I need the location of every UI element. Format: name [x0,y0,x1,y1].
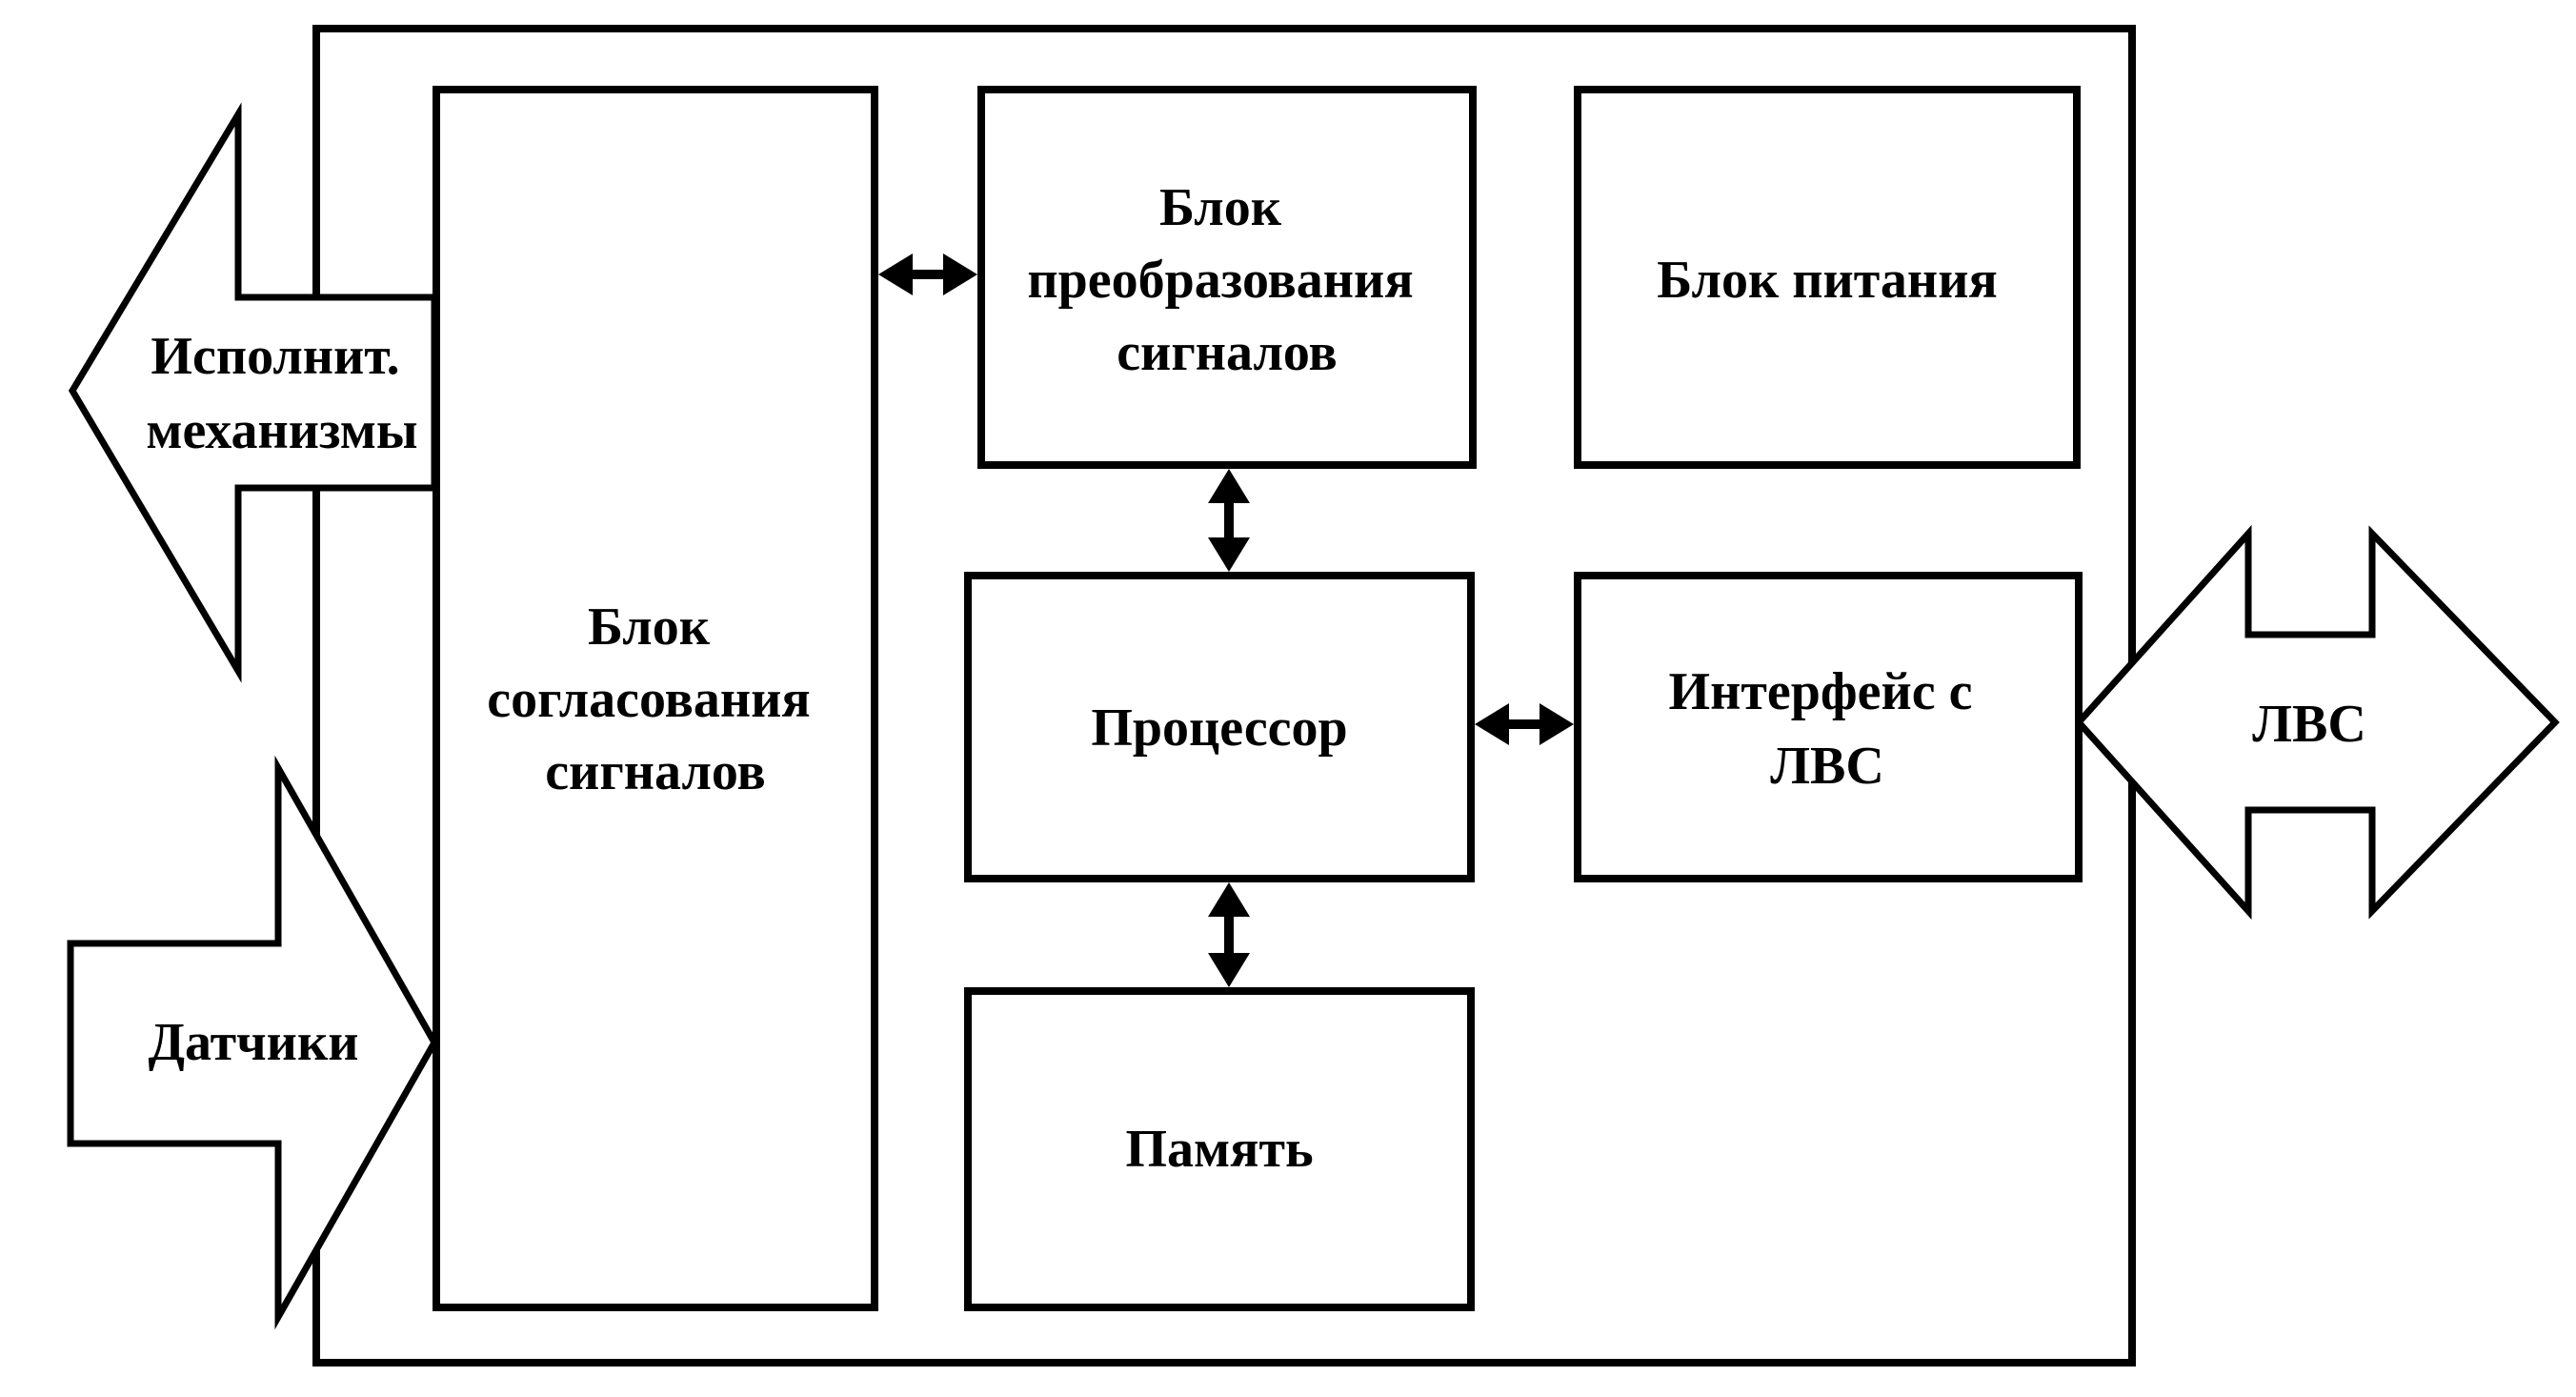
svg-text:Интерфейс с ЛВС: Интерфейс с ЛВС [1669,662,1986,796]
svg-text:Блок питания: Блок питания [1657,251,1998,310]
actuators-label-line2: механизмы [146,401,417,460]
signal-matching-block: Блок согласования сигналов [433,86,878,1311]
processor-block: Процессор [964,572,1475,882]
memory-block: Память [964,987,1475,1311]
lan-label: ЛВС [2252,695,2366,754]
connector-processor-lan [1475,703,1574,745]
sensors-label: Датчики [149,1013,359,1072]
svg-text:Исполнит. механизмы: Исполнит. механизмы [146,327,417,460]
connector-conversion-processor [1208,469,1250,572]
svg-text:Блок преобразования: Блок преобразования сигналов [1027,178,1426,382]
svg-text:ЛВС: ЛВС [2252,695,2366,754]
svg-text:Датчики: Датчики [149,1013,359,1072]
svg-text:Блок согласования: Блок согласования сигналов [487,597,823,801]
lan-interface-block: Интерфейс с ЛВС [1574,572,2083,882]
lan-arrow: ЛВС [2074,524,2560,921]
svg-text:Память: Память [1125,1120,1313,1179]
connector-processor-memory [1208,882,1250,987]
connector-matching-conversion [878,253,977,295]
signal-conversion-block: Блок преобразования сигналов [977,86,1477,469]
power-supply-block: Блок питания [1574,86,2081,469]
actuators-label-line1: Исполнит. [151,327,399,386]
svg-text:Процессор: Процессор [1091,698,1347,758]
actuators-arrow: Исполнит. механизмы [68,102,438,683]
sensors-arrow: Датчики [67,755,439,1330]
